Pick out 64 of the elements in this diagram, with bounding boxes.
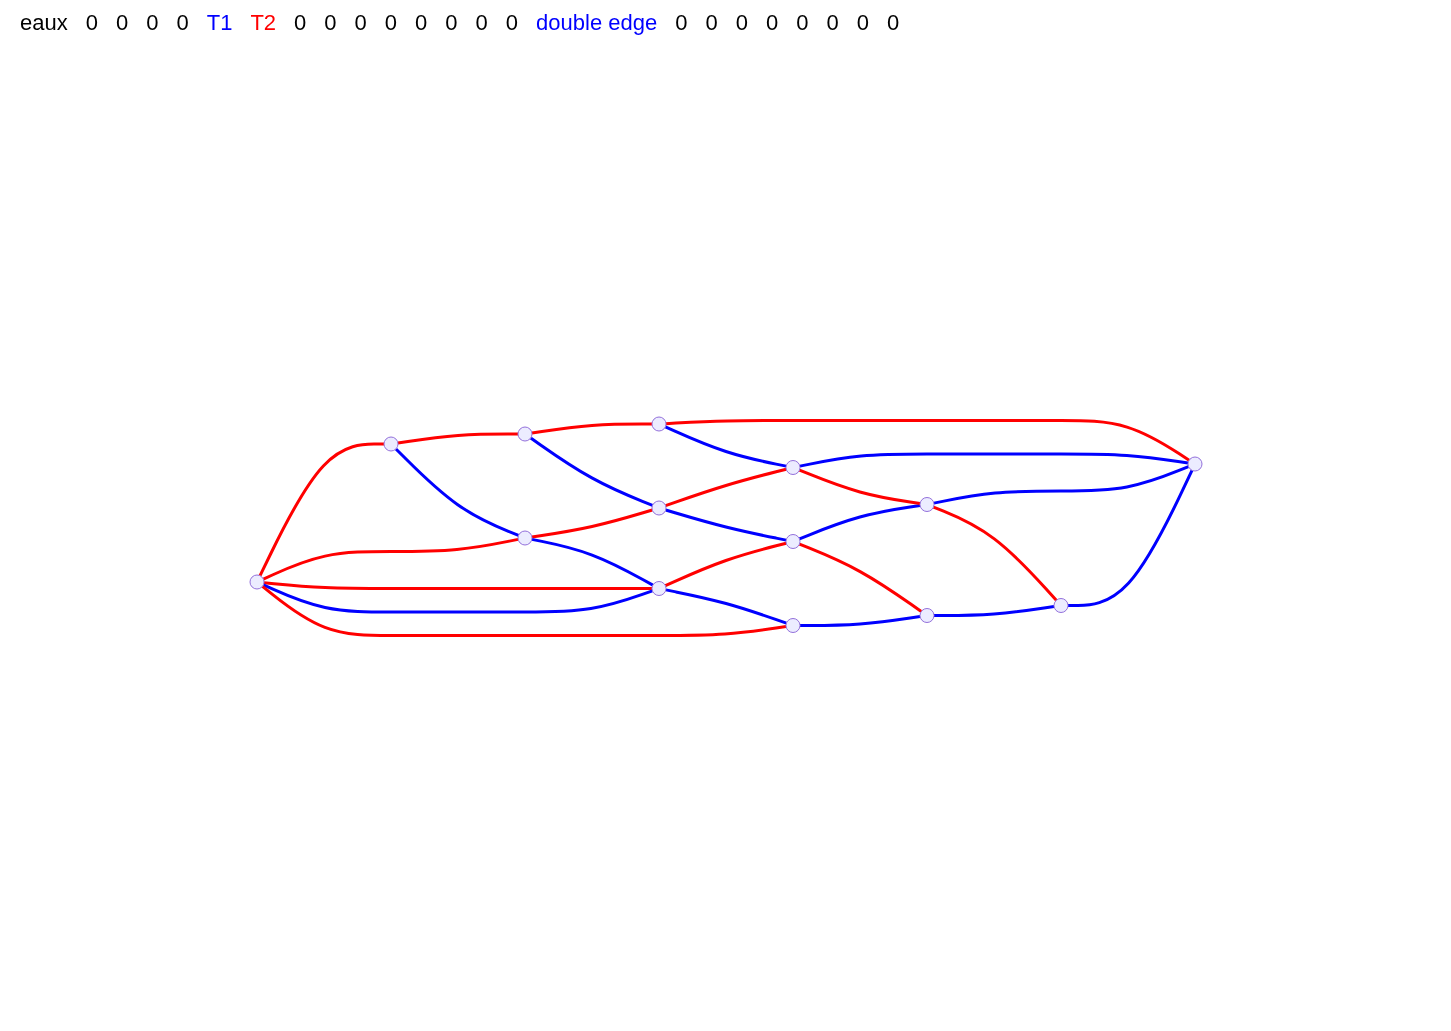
connector: [798, 542, 922, 613]
node-circle: [651, 581, 666, 597]
connector: [665, 419, 1190, 462]
connector: [664, 508, 786, 542]
connector: [529, 437, 653, 508]
node-circle: [249, 574, 264, 590]
handwritten-note: 0: [176, 10, 189, 36]
connector: [799, 615, 920, 628]
node-circle: [919, 608, 934, 624]
connector: [664, 425, 786, 468]
connector: [798, 504, 920, 541]
handwritten-note: 0: [475, 10, 488, 36]
handwritten-note: 0: [354, 10, 367, 36]
handwritten-note: 0: [856, 10, 869, 36]
handwritten-note: 0: [826, 10, 839, 36]
handwritten-note: 0: [85, 10, 98, 36]
connector: [1067, 469, 1193, 608]
handwritten-note: T1: [206, 10, 233, 36]
connector: [932, 505, 1057, 602]
connector: [531, 508, 653, 539]
handwritten-note: 0: [384, 10, 398, 36]
node-circle: [785, 460, 800, 476]
node-circle: [517, 530, 532, 546]
handwritten-note: 0: [796, 10, 809, 36]
node-circle: [919, 497, 934, 513]
handwritten-note: 0: [294, 10, 307, 36]
handwritten-note: double edge: [536, 10, 658, 36]
connector: [933, 465, 1189, 505]
handwritten-note: 0: [324, 10, 337, 36]
node-circle: [785, 534, 800, 550]
node-circle: [383, 436, 398, 452]
connector: [798, 468, 920, 506]
handwritten-note: 0: [415, 10, 428, 36]
handwritten-note: eaux: [20, 10, 68, 36]
handwritten-note: 0: [765, 10, 779, 36]
connector: [933, 605, 1054, 618]
node-circle: [651, 416, 666, 432]
handwritten-note: 0: [705, 10, 718, 36]
connector: [262, 538, 518, 581]
connector: [664, 542, 787, 588]
connector: [665, 588, 787, 625]
handwritten-note: 0: [675, 10, 688, 36]
connector: [394, 448, 519, 538]
connector: [258, 442, 384, 577]
connector: [799, 452, 1188, 468]
handwritten-note: 0: [115, 10, 129, 36]
node-circle: [517, 426, 532, 442]
node-circle: [651, 500, 666, 516]
connector: [664, 468, 787, 508]
connector: [263, 581, 652, 591]
connector: [261, 585, 786, 638]
node-circle: [1187, 456, 1202, 472]
handwritten-note: 0: [146, 10, 159, 36]
node-circle: [785, 618, 800, 634]
node-circle: [1053, 598, 1068, 614]
connector: [531, 538, 654, 587]
connector: [262, 583, 653, 614]
connector: [397, 432, 518, 445]
handwritten-note: 0: [445, 10, 458, 36]
handwritten-note: T2: [250, 10, 277, 36]
connector: [531, 422, 652, 435]
handwritten-note: 0: [505, 10, 519, 36]
handwritten-note: 0: [886, 10, 900, 36]
handwritten-note: 0: [735, 10, 748, 36]
